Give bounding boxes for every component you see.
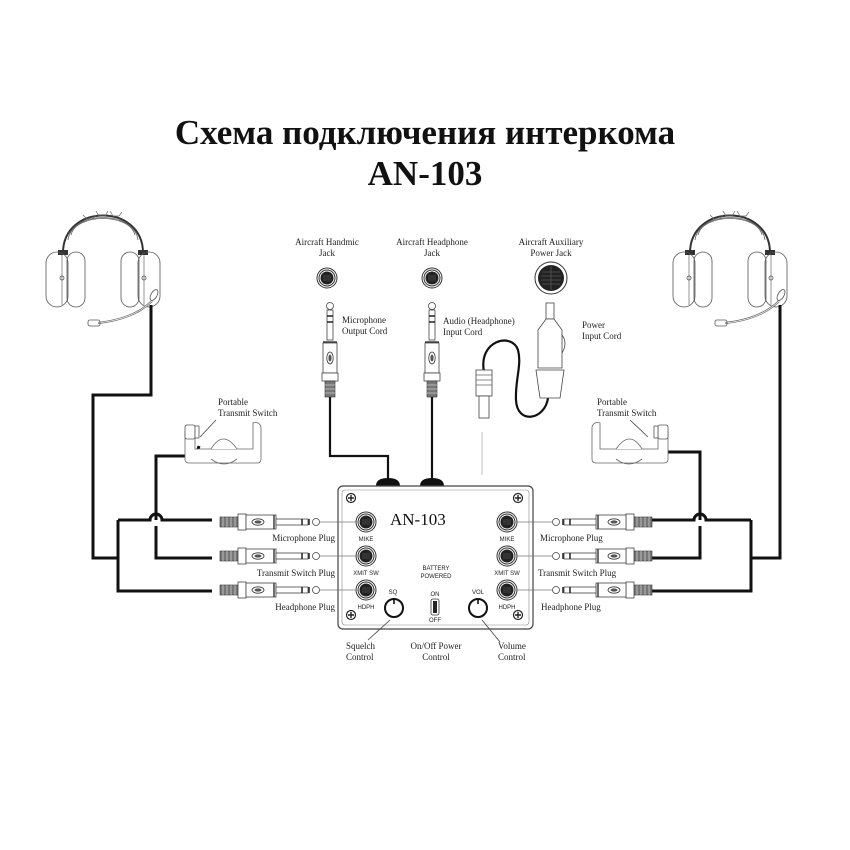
ptt-left-label-1: Portable (218, 397, 248, 407)
aircraft-handmic-jack-icon (316, 267, 338, 289)
left-hdph-jack-icon[interactable] (355, 579, 377, 601)
volume-control-label-1: Volume (498, 641, 526, 651)
volume-leader (481, 619, 501, 643)
ptt-switch-left-icon (184, 422, 262, 465)
diagram-title: Схема подключения интеркома (174, 113, 676, 152)
volume-knob-label: VOL (472, 590, 485, 596)
handmic-jack-label-1: Aircraft Handmic (295, 237, 359, 247)
right-hdph-plug-icon (551, 581, 665, 599)
screw-icon (512, 492, 524, 504)
power-control-label-1: On/Off Power (410, 641, 461, 651)
squelch-knob-label: SQ (389, 590, 398, 596)
device-model-label: AN-103 (390, 510, 446, 529)
power-input-label-1: Power (582, 320, 605, 330)
power-jack-label-2: Power Jack (530, 248, 572, 258)
left-hdph-plug-icon (207, 581, 321, 599)
cord-strain-relief-2 (420, 478, 444, 486)
right-xmit-plug-label: Transmit Switch Plug (538, 568, 617, 578)
squelch-control-label-1: Squelch (346, 641, 375, 651)
audio-input-label-1: Audio (Headphone) (443, 316, 515, 326)
volume-control-label-2: Control (498, 652, 526, 662)
audio-input-plug-icon (423, 301, 441, 398)
aircraft-power-jack-icon (534, 261, 568, 295)
right-hdph-plug-label: Headphone Plug (541, 602, 601, 612)
squelch-knob-icon[interactable] (384, 598, 404, 618)
cord-strain-relief-1 (376, 478, 400, 486)
power-input-label-2: Input Cord (582, 331, 622, 341)
aircraft-headphone-jack-icon (421, 267, 443, 289)
headset-left-icon (45, 210, 161, 327)
left-xmit-port-label: XMIT SW (353, 571, 379, 577)
volume-knob-icon[interactable] (468, 598, 488, 618)
ptt-switch-right-icon (591, 422, 669, 465)
ptt-right-leader (629, 419, 649, 438)
left-mike-jack-icon[interactable] (355, 511, 377, 533)
right-mic-plug-icon (551, 513, 665, 531)
ptt-left-leader (199, 419, 217, 438)
headphone-jack-label-1: Aircraft Headphone (396, 237, 468, 247)
left-hdph-plug-label: Headphone Plug (275, 602, 335, 612)
left-hdph-port-label: HDPH (357, 605, 374, 611)
screw-icon (512, 609, 524, 621)
mic-output-label-2: Output Cord (342, 326, 388, 336)
power-toggle-switch-icon[interactable] (430, 598, 440, 616)
ptt-right-label-2: Transmit Switch (597, 408, 657, 418)
ptt-right-label-1: Portable (597, 397, 627, 407)
mic-output-plug-icon (321, 301, 339, 398)
ptt-left-label-2: Transmit Switch (218, 408, 278, 418)
switch-on-label: ON (431, 592, 440, 598)
battery-label-1: BATTERY (422, 566, 449, 572)
left-mic-plug-icon (207, 513, 321, 531)
intercom-box (337, 485, 534, 630)
diagram-subtitle: AN-103 (367, 154, 483, 193)
switch-off-label: OFF (429, 618, 441, 624)
screw-icon (345, 492, 357, 504)
right-xmit-port-label: XMIT SW (494, 571, 520, 577)
right-mic-plug-label: Microphone Plug (540, 533, 603, 543)
left-mic-plug-label: Microphone Plug (272, 533, 335, 543)
headset-right-icon (672, 210, 788, 327)
left-mike-port-label: MIKE (359, 537, 374, 543)
power-control-label-2: Control (422, 652, 450, 662)
handmic-jack-label-2: Jack (319, 248, 335, 258)
headphone-jack-label-2: Jack (424, 248, 440, 258)
battery-label-2: POWERED (420, 574, 452, 580)
screw-icon (345, 609, 357, 621)
right-xmit-plug-icon (551, 547, 665, 565)
power-jack-label-1: Aircraft Auxiliary (519, 237, 584, 247)
wiring-right (640, 305, 782, 593)
squelch-leader (367, 619, 391, 641)
squelch-control-label-2: Control (346, 652, 374, 662)
right-hdph-port-label: HDPH (498, 605, 515, 611)
right-mike-port-label: MIKE (500, 537, 515, 543)
left-xmit-plug-icon (207, 547, 321, 565)
audio-input-label-2: Input Cord (443, 327, 483, 337)
plug-leader-lines (320, 521, 552, 591)
right-mike-jack-icon[interactable] (496, 511, 518, 533)
mic-output-label-1: Microphone (342, 315, 386, 325)
power-input-cord-icon (475, 302, 566, 419)
right-hdph-jack-icon[interactable] (496, 579, 518, 601)
mic-output-cord (328, 397, 390, 478)
right-xmit-jack-icon[interactable] (496, 545, 518, 567)
left-xmit-plug-label: Transmit Switch Plug (257, 568, 336, 578)
left-xmit-jack-icon[interactable] (355, 545, 377, 567)
